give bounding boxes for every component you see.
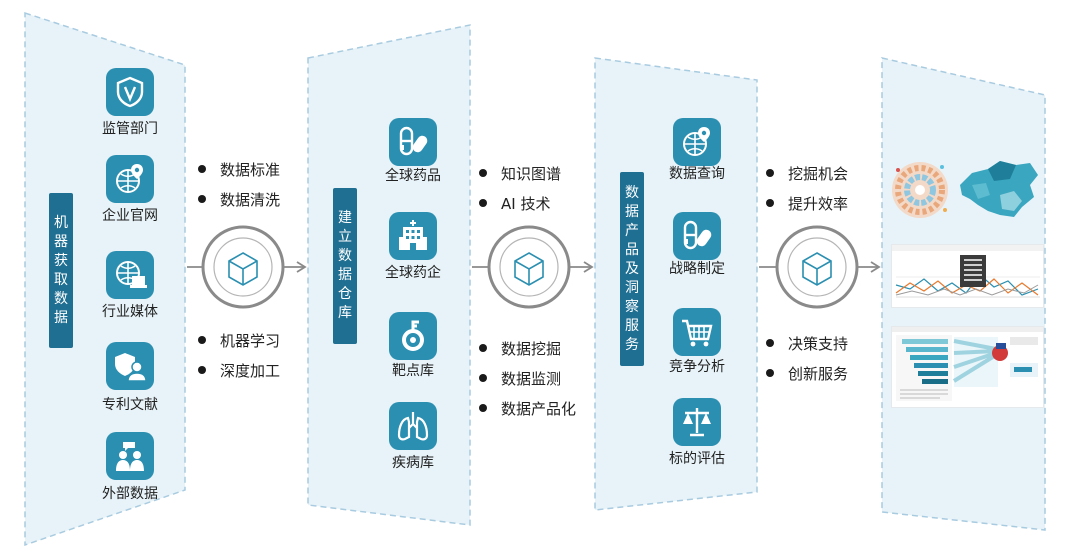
item-label: 专利文献 <box>102 397 158 413</box>
item-label: 行业媒体 <box>102 304 158 320</box>
cube-icon <box>514 252 544 286</box>
target-key-icon <box>389 312 437 360</box>
lungs-icon <box>389 402 437 450</box>
stage-panel-3 <box>594 57 758 511</box>
patent-shield-user-icon <box>106 342 154 390</box>
people-chat-icon <box>106 432 154 480</box>
connector-1-top-bullets: 数据标准 数据清洗 <box>198 154 280 214</box>
globe-pin-icon <box>673 118 721 166</box>
item-label: 企业官网 <box>102 208 158 224</box>
hub-inner-ring-2 <box>499 237 559 297</box>
cube-icon <box>228 252 258 286</box>
connector-2-top-bullets: 知识图谱 AI 技术 <box>479 158 561 218</box>
hospital-building-icon <box>389 212 437 260</box>
stage-label-2: 建立数据仓库 <box>333 188 357 344</box>
item-label: 数据查询 <box>669 166 725 182</box>
bullet-item: AI 技术 <box>479 188 561 218</box>
connector-1-bottom-bullets: 机器学习 深度加工 <box>198 325 280 385</box>
bullet-item: 提升效率 <box>766 188 848 218</box>
item-label: 标的评估 <box>669 451 725 467</box>
connector-2-bottom-bullets: 数据挖掘 数据监测 数据产品化 <box>479 333 576 423</box>
bullet-item: 深度加工 <box>198 355 280 385</box>
bullet-item: 数据挖掘 <box>479 333 576 363</box>
globe-pin-icon <box>106 155 154 203</box>
bullet-item: 创新服务 <box>766 358 848 388</box>
item-label: 监管部门 <box>102 121 158 137</box>
stage-panel-1 <box>24 11 186 547</box>
item-label: 战略制定 <box>669 261 725 277</box>
bullet-item: 挖掘机会 <box>766 158 848 188</box>
capsule-pill-icon <box>389 118 437 166</box>
stage-label-3: 数据产品及洞察服务 <box>620 172 644 366</box>
line-chart-thumbnail <box>891 244 1044 308</box>
shopping-cart-icon <box>673 308 721 356</box>
balance-scale-icon <box>673 398 721 446</box>
capsule-pill-icon <box>673 212 721 260</box>
item-label: 竞争分析 <box>669 359 725 375</box>
connector-3-bottom-bullets: 决策支持 创新服务 <box>766 328 848 388</box>
item-label: 全球药企 <box>385 265 441 281</box>
bullet-item: 数据清洗 <box>198 184 280 214</box>
hub-inner-ring-1 <box>213 237 273 297</box>
dashboard-thumbnail <box>891 326 1044 408</box>
item-label: 疾病库 <box>392 455 434 471</box>
bullet-item: 数据标准 <box>198 154 280 184</box>
globe-laptop-icon <box>106 251 154 299</box>
stage-label-1: 机器获取数据 <box>49 193 73 348</box>
bullet-item: 知识图谱 <box>479 158 561 188</box>
connector-3-top-bullets: 挖掘机会 提升效率 <box>766 158 848 218</box>
hub-inner-ring-3 <box>787 237 847 297</box>
bullet-item: 决策支持 <box>766 328 848 358</box>
item-label: 外部数据 <box>102 486 158 502</box>
bullet-item: 数据监测 <box>479 363 576 393</box>
item-label: 靶点库 <box>392 363 434 379</box>
circular-chart-and-map-thumbnail <box>890 155 1043 223</box>
cube-icon <box>802 252 832 286</box>
shield-icon <box>106 68 154 116</box>
item-label: 全球药品 <box>385 168 441 184</box>
bullet-item: 数据产品化 <box>479 393 576 423</box>
bullet-item: 机器学习 <box>198 325 280 355</box>
